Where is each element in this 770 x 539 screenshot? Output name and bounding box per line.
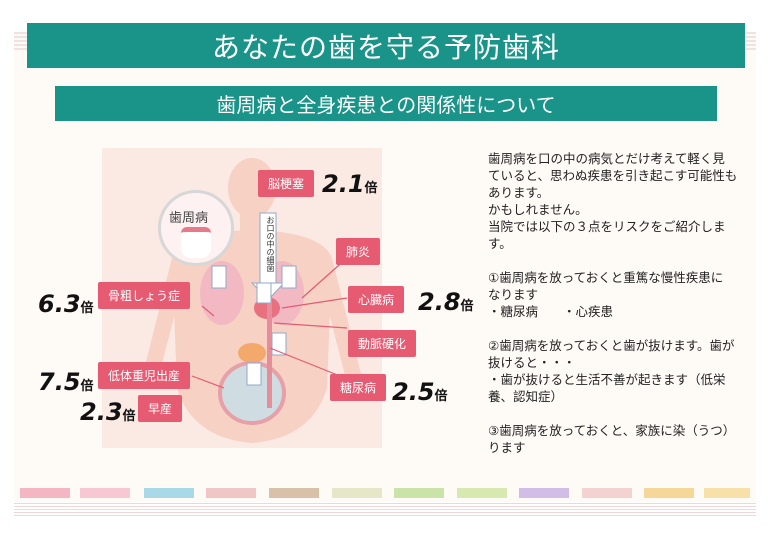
tooth-icon [181,227,211,258]
text-line: 養、認知症） [488,389,564,404]
risk-label-diabetes: 糖尿病 [330,374,387,401]
text-line: 抜けると・・・ [488,355,576,370]
mouth-magnifier: 歯周病 [158,190,234,266]
text-line: ・歯が抜けると生活不善が起きます（低栄 [488,372,726,387]
text-line: 当院では以下の３点をリスクをご紹介しま [488,219,726,234]
section-title: 歯周病と全身疾患との関係性について [55,86,717,121]
bottom-lines [14,502,756,516]
text-line: なります [488,287,539,302]
text-line: ていると、思わぬ疾患を引き起こす可能性も [488,168,738,183]
risk-label-preterm-birth: 早産 [138,395,183,422]
risk-value-osteoporosis: 6.3倍 [38,290,94,318]
text-line: あります。 [488,185,550,200]
text-line: 歯周病を口の中の病気とだけ考えて軽く見 [488,151,725,166]
text-line: す。 [488,236,512,251]
text-line: ①歯周病を放っておくと重篤な慢性疾患に [488,270,724,285]
risk-value-preterm-birth: 2.3倍 [80,398,136,426]
body-figure [142,158,362,443]
mouth-label: 歯周病 [169,211,209,226]
bacteria-arrow-text: お口の中の細菌 [266,216,275,272]
risk-value-low-birth-weight: 7.5倍 [38,368,94,396]
risk-label-pneumonia: 肺炎 [336,238,381,265]
text-line: ③歯周病を放っておくと、家族に染（うつ） [488,423,736,438]
explanation-text: 歯周病を口の中の病気とだけ考えて軽く見 ていると、思わぬ疾患を引き起こす可能性も… [488,150,753,456]
text-line: ②歯周病を放っておくと歯が抜けます。歯が [488,338,735,353]
text-line: かもしれません。 [488,202,588,217]
text-line: ・糖尿病 ・心疾患 [488,304,614,319]
risk-value-heart: 2.8倍 [418,288,474,316]
risk-label-osteoporosis: 骨粗しょう症 [98,282,191,309]
bottom-color-stripes [14,488,756,518]
risk-value-stroke: 2.1倍 [322,170,378,198]
text-line: ります [488,440,526,455]
risk-label-stroke: 脳梗塞 [258,170,315,197]
risk-label-heart: 心臓病 [348,286,405,313]
risk-label-arteriosclerosis: 動脈硬化 [348,330,417,357]
risk-value-diabetes: 2.5倍 [392,378,448,406]
risk-label-low-birth-weight: 低体重児出産 [98,362,191,389]
page-title: あなたの歯を守る予防歯科 [27,23,745,68]
